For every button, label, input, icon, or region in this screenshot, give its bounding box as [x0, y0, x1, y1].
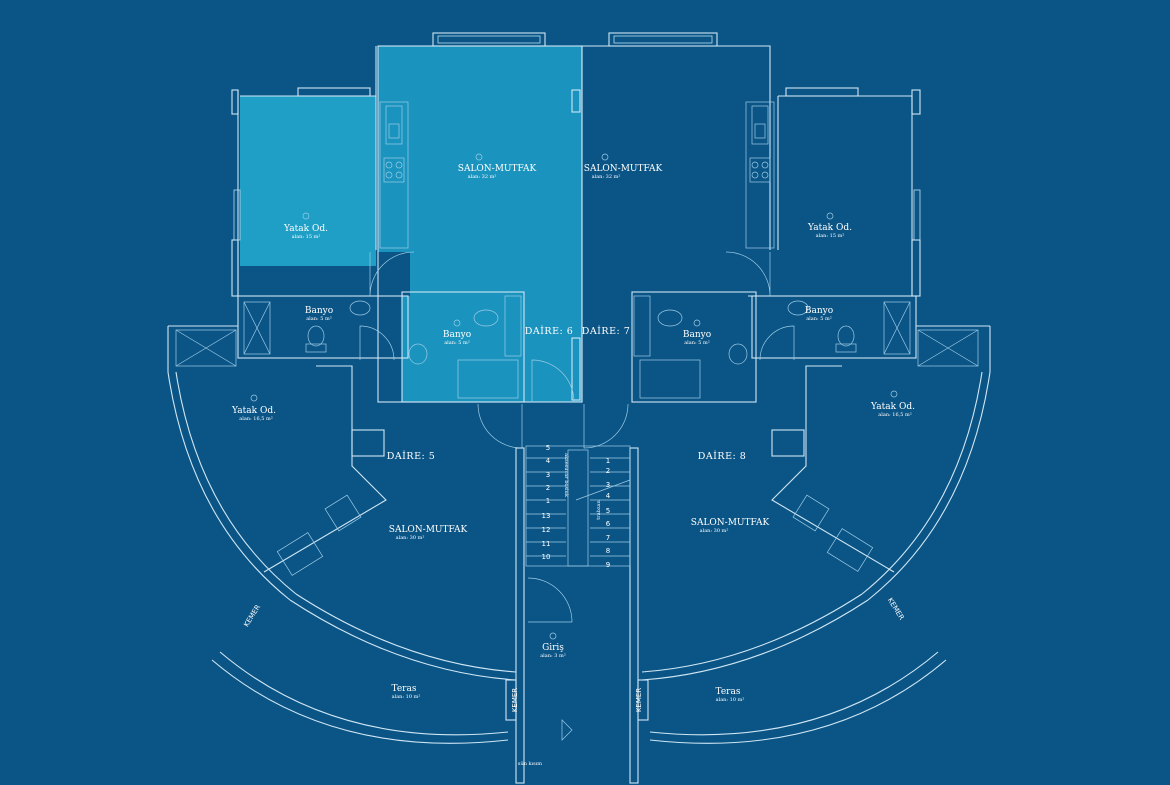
unit-label-daire-8[interactable]: DAİRE: 8	[698, 450, 747, 462]
stair-labels: 5 4 3 2 1 13 12 11 10 1 2 3 4 5 6 7 8 9 …	[518, 444, 611, 767]
stair-num-left: 4	[546, 457, 551, 465]
room-d6-banyo[interactable]: Banyo alan: 5 m²	[305, 306, 333, 322]
room-name: Yatak Od.	[870, 402, 915, 412]
stair-num-left: 11	[542, 540, 551, 548]
room-area: alan: 32 m²	[592, 174, 621, 180]
upper-walls	[231, 32, 921, 449]
room-area: alan: 10 m²	[716, 697, 745, 703]
room-area: alan: 16,5 m²	[239, 416, 273, 422]
room-teras-right[interactable]: Teras alan: 10 m²	[716, 687, 745, 703]
room-d8-yatak[interactable]: Yatak Od. alan: 16,5 m²	[870, 402, 915, 418]
room-teras-left[interactable]: Teras alan: 10 m²	[392, 684, 421, 700]
room-d5-salon[interactable]: SALON-MUTFAK alan: 30 m²	[389, 525, 468, 541]
kemer-label-right: KEMER	[886, 596, 906, 621]
kemer-label-left: KEMER	[242, 603, 262, 628]
room-name: Teras	[716, 687, 741, 697]
stair-num-right: 5	[606, 507, 610, 515]
room-name: SALON-MUTFAK	[389, 525, 468, 535]
room-area: alan: 30 m²	[396, 535, 425, 541]
marker-circle	[826, 212, 834, 220]
stair-num-left: 3	[546, 471, 550, 479]
room-area: alan: 32 m²	[468, 174, 497, 180]
marker-circle	[890, 390, 898, 398]
stair-note-right: trabzan	[596, 500, 602, 520]
room-area: alan: 5 m²	[684, 340, 710, 346]
stair-num-right: 3	[606, 481, 610, 489]
room-area: alan: 5 m²	[306, 316, 332, 322]
stair-num-left: 12	[542, 526, 551, 534]
marker-circle	[302, 212, 310, 220]
stair-num-right: 8	[606, 547, 610, 555]
room-area: alan: 3 m²	[540, 653, 566, 659]
stair-num-right: 6	[606, 520, 611, 528]
room-name: Banyo	[305, 306, 333, 316]
stair-num-right: 2	[606, 467, 610, 475]
room-giris[interactable]: Giriş alan: 3 m²	[540, 643, 566, 659]
unit-labels: DAİRE: 6 DAİRE: 7 DAİRE: 5 DAİRE: 8	[387, 325, 747, 462]
marker-circle	[549, 632, 557, 640]
stair-num-left: 5	[546, 444, 550, 452]
room-d7-banyo[interactable]: Banyo alan: 5 m²	[683, 330, 711, 346]
room-d8-banyo[interactable]: Banyo alan: 5 m²	[805, 306, 833, 322]
room-d6-salon[interactable]: SALON-MUTFAK alan: 32 m²	[458, 164, 537, 180]
room-d7-yatak[interactable]: Yatak Od. alan: 15 m²	[807, 223, 852, 239]
stair-num-left: 13	[542, 512, 551, 520]
marker-circle	[601, 153, 609, 161]
stair-note-left: aksesuvar bosluk	[563, 453, 569, 498]
room-area: alan: 10 m²	[392, 694, 421, 700]
room-d5-yatak[interactable]: Yatak Od. alan: 16,5 m²	[231, 406, 276, 422]
stair-num-left: 1	[546, 497, 550, 505]
highlight-yatak-od[interactable]	[240, 96, 376, 266]
room-area: alan: 5 m²	[806, 316, 832, 322]
room-name: Yatak Od.	[807, 223, 852, 233]
room-area: alan: 5 m²	[444, 340, 470, 346]
room-d7-salon[interactable]: SALON-MUTFAK alan: 32 m²	[584, 164, 663, 180]
room-area: alan: 16,5 m²	[878, 412, 912, 418]
stair-num-left: 10	[542, 553, 551, 561]
unit-label-daire-5[interactable]: DAİRE: 5	[387, 450, 436, 462]
room-d6-banyo-2[interactable]: Banyo alan: 5 m²	[443, 330, 471, 346]
stair-num-right: 1	[606, 457, 610, 465]
room-name: Banyo	[805, 306, 833, 316]
room-area: alan: 15 m²	[292, 234, 321, 240]
marker-circle	[250, 394, 258, 402]
kemer-label-bottom-right: KEMER	[635, 688, 643, 712]
room-name: Yatak Od.	[231, 406, 276, 416]
room-area: alan: 15 m²	[816, 233, 845, 239]
room-name: SALON-MUTFAK	[691, 518, 770, 528]
sun-kisim-label: sün kısım	[518, 761, 542, 767]
lower-walls	[167, 325, 991, 784]
room-d6-yatak[interactable]: Yatak Od. alan: 15 m²	[283, 224, 328, 240]
room-name: Banyo	[683, 330, 711, 340]
kemer-label-bottom-left: KEMER	[511, 688, 519, 712]
marker-circle	[453, 319, 461, 327]
stair-num-left: 2	[546, 484, 550, 492]
room-d8-salon[interactable]: SALON-MUTFAK alan: 30 m²	[691, 518, 770, 534]
marker-circle	[475, 153, 483, 161]
stair-num-right: 7	[606, 534, 610, 542]
kemer-labels: KEMER KEMER KEMER KEMER	[242, 596, 905, 712]
unit-label-daire-6[interactable]: DAİRE: 6	[525, 325, 574, 337]
highlight-salon-mutfak[interactable]	[378, 46, 582, 402]
marker-circle	[693, 319, 701, 327]
room-name: SALON-MUTFAK	[458, 164, 537, 174]
stairs	[525, 445, 631, 567]
room-name: Yatak Od.	[283, 224, 328, 234]
room-area: alan: 30 m²	[700, 528, 729, 534]
room-markers	[250, 153, 898, 640]
room-name: Banyo	[443, 330, 471, 340]
stair-num-right: 4	[606, 492, 611, 500]
room-name: Giriş	[542, 643, 564, 653]
room-name: SALON-MUTFAK	[584, 164, 663, 174]
room-labels: SALON-MUTFAK alan: 32 m² Yatak Od. alan:…	[231, 164, 915, 703]
stair-num-right: 9	[606, 561, 610, 569]
room-name: Teras	[392, 684, 417, 694]
unit-label-daire-7[interactable]: DAİRE: 7	[582, 325, 631, 337]
